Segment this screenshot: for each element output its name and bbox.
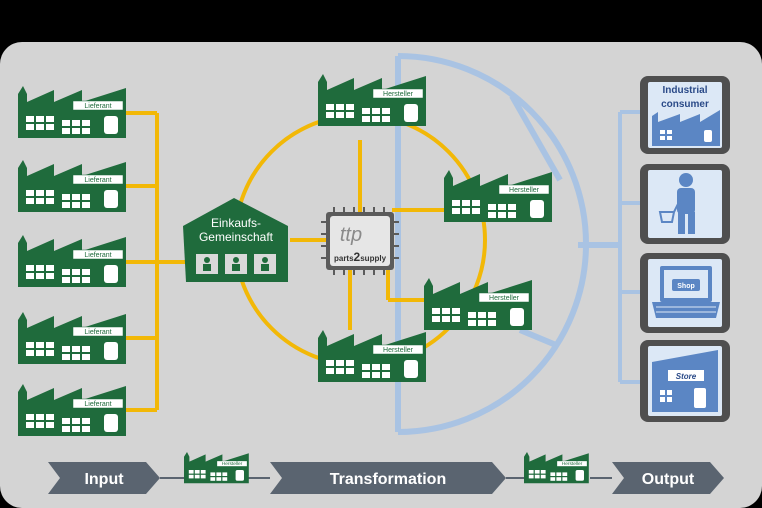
mini-factory-1: Hersteller: [183, 451, 250, 484]
supplier-factory-4: Lieferant: [17, 311, 127, 365]
svg-text:parts2supply: parts2supply: [334, 250, 387, 264]
output-arrow: Output: [612, 462, 724, 494]
supplier-label: Lieferant: [84, 329, 111, 336]
output-industrial-consumer: Industrial consumer: [640, 76, 730, 154]
transformation-label: Transformation: [330, 471, 446, 488]
industrial-title-line1: Industrial: [662, 85, 707, 96]
laptop-icon: Shop: [652, 266, 720, 318]
manufacturer-factory-2: Hersteller: [443, 169, 553, 223]
group-title-line1: Einkaufs-: [211, 216, 261, 230]
manufacturer-factory-1: Hersteller: [317, 73, 427, 127]
manufacturer-label: Hersteller: [383, 91, 414, 98]
group-title-line2: Gemeinschaft: [199, 230, 274, 244]
supplier-label: Lieferant: [84, 401, 111, 408]
shopper-icon: [658, 173, 695, 234]
mini-factory-2: Hersteller: [523, 451, 590, 484]
hub-logo: ttp: [340, 224, 362, 246]
supplier-label: Lieferant: [84, 177, 111, 184]
manufacturer-label: Hersteller: [383, 347, 414, 354]
mini-factory-label: Hersteller: [222, 461, 243, 467]
purchasing-group: Einkaufs- Gemeinschaft: [183, 198, 288, 282]
output-consumer: [640, 164, 730, 244]
hub-name-number: 2: [354, 250, 361, 264]
output-label: Output: [642, 471, 695, 488]
output-arc: [395, 53, 620, 435]
input-arrow: Input: [48, 462, 160, 494]
supplier-label: Lieferant: [84, 103, 111, 110]
person-icon: [232, 257, 240, 271]
manufacturer-label: Hersteller: [509, 187, 540, 194]
hub-chip: ttp parts2supply: [321, 207, 399, 275]
factory-icon: [652, 110, 720, 146]
output-connectors: [618, 110, 644, 384]
manufacturer-factory-3: Hersteller: [423, 277, 533, 331]
transformation-arrow: Transformation: [270, 462, 506, 494]
mini-factory-label: Hersteller: [562, 461, 583, 467]
hub-name-suffix: supply: [360, 254, 386, 263]
supplier-factory-3: Lieferant: [17, 234, 127, 288]
output-online-shop: Shop: [640, 253, 730, 333]
flow-bar: Input Transformation Output Hersteller H…: [48, 451, 724, 494]
supplier-factory-1: Lieferant: [17, 85, 127, 139]
person-icon: [261, 257, 269, 271]
supplier-connectors: [126, 111, 188, 412]
industrial-title-line2: consumer: [661, 99, 709, 110]
supplier-label: Lieferant: [84, 252, 111, 259]
shop-label: Shop: [677, 283, 695, 290]
hub-name-prefix: parts: [334, 254, 354, 263]
manufacturer-label: Hersteller: [489, 295, 520, 302]
supplier-factory-2: Lieferant: [17, 159, 127, 213]
store-label: Store: [676, 372, 697, 381]
member-icons: [196, 254, 276, 274]
supplier-factory-5: Lieferant: [17, 383, 127, 437]
person-icon: [203, 257, 211, 271]
output-store: Store: [640, 340, 730, 422]
manufacturer-factory-4: Hersteller: [317, 329, 427, 383]
input-label: Input: [84, 471, 124, 488]
store-icon: Store: [652, 350, 718, 412]
